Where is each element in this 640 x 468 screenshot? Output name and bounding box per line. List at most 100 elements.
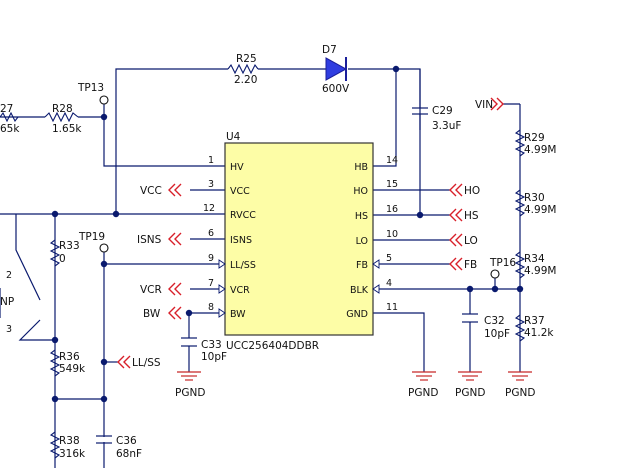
net-flag-ho[interactable]: HO	[449, 183, 480, 197]
r27-ref: 27	[0, 103, 13, 115]
c36-value: 68nF	[116, 448, 142, 460]
net-flag-fb[interactable]: FB	[449, 257, 477, 271]
r25-ref: R25	[236, 53, 257, 65]
r33-ref: R33	[59, 240, 80, 252]
pin-name-isns: ISNS	[230, 235, 252, 246]
pgnd-label-3: PGND	[455, 387, 485, 399]
capacitor-c33[interactable]: C33 10pF	[181, 337, 227, 363]
net-label-fb: FB	[464, 259, 477, 271]
diode-d7[interactable]: D7 600V	[322, 44, 350, 95]
capacitor-c36[interactable]: C36 68nF	[96, 435, 142, 460]
pin-name-fb: FB	[356, 260, 368, 271]
net-label-isns: ISNS	[137, 234, 162, 246]
d7-ref: D7	[322, 44, 337, 56]
net-flag-vcr[interactable]: VCR	[140, 282, 182, 296]
q-pin-3: 3	[6, 324, 12, 335]
net-flag-lo[interactable]: LO	[449, 233, 478, 247]
ic-u4[interactable]: U4 UCC256404DDBR HV VCC RVCC ISNS LL/SS …	[203, 131, 398, 352]
ground-c32: PGND	[455, 371, 485, 399]
q-pin-2: 2	[6, 270, 12, 281]
pgnd-label-2: PGND	[408, 387, 438, 399]
pin-name-vcc: VCC	[230, 186, 250, 197]
pin-arrow-blk-icon	[372, 284, 380, 294]
junction-dots	[51, 65, 524, 403]
resistor-r33[interactable]: R33 0	[49, 239, 80, 267]
r38-value: 316k	[59, 448, 86, 460]
test-point-tp16[interactable]: TP16	[489, 257, 516, 279]
r37-ref: R37	[524, 315, 545, 327]
pin-num-16: 16	[386, 204, 398, 215]
net-flag-hs[interactable]: HS	[449, 208, 479, 222]
diode-icon	[325, 57, 348, 81]
resistor-r38[interactable]: R38 316k	[49, 431, 86, 460]
pin-name-vcr: VCR	[230, 285, 250, 296]
c33-value: 10pF	[201, 351, 227, 363]
pin-name-hb: HB	[354, 162, 368, 173]
pin-name-gnd: GND	[346, 309, 368, 320]
test-point-tp13[interactable]: TP13	[77, 82, 109, 117]
d7-value: 600V	[322, 83, 350, 95]
pin-name-ho: HO	[353, 186, 368, 197]
pin-num-10: 10	[386, 229, 398, 240]
resistor-r36[interactable]: R36 549k	[49, 349, 86, 377]
ic-part: UCC256404DDBR	[226, 340, 319, 352]
ground-gnd-pin: PGND	[408, 371, 438, 399]
net-label-hs: HS	[464, 210, 479, 222]
pin-num-5: 5	[386, 253, 392, 264]
q-ref: NP	[0, 296, 14, 308]
pin-num-6: 6	[208, 228, 214, 239]
r27-value: 65k	[0, 123, 20, 135]
resistor-r30[interactable]: R30 4.99M	[514, 189, 556, 217]
r37-value: 41.2k	[524, 327, 554, 339]
net-label-ho: HO	[464, 185, 480, 197]
r28-value: 1.65k	[52, 123, 82, 135]
c32-ref: C32	[484, 315, 505, 327]
r29-value: 4.99M	[524, 144, 556, 156]
resistor-r28[interactable]: R28 1.65k	[44, 103, 82, 135]
pin-name-rvcc: RVCC	[230, 210, 256, 221]
net-flag-isns[interactable]: ISNS	[137, 232, 182, 246]
transistor-partial[interactable]: 2 3 NP	[0, 270, 14, 335]
net-flag-bw[interactable]: BW	[143, 306, 182, 320]
tp16-label: TP16	[489, 257, 516, 269]
pin-num-8: 8	[208, 302, 214, 313]
net-flag-vcc[interactable]: VCC	[140, 183, 182, 197]
pin-arrow-llss-icon	[218, 259, 226, 269]
pin-name-llss: LL/SS	[230, 260, 256, 271]
capacitor-c29[interactable]: C29 3.3uF	[412, 105, 461, 132]
pin-name-hs: HS	[355, 211, 368, 222]
resistor-r27[interactable]: 27 65k	[0, 103, 20, 135]
pin-num-4: 4	[386, 278, 392, 289]
c33-ref: C33	[201, 339, 222, 351]
pin-arrow-bw-icon	[218, 308, 226, 318]
net-label-bw: BW	[143, 308, 161, 320]
resistor-r29[interactable]: R29 4.99M	[514, 129, 556, 157]
test-point-tp19[interactable]: TP19	[78, 231, 109, 264]
ground-c33: PGND	[175, 371, 205, 399]
resistor-r34[interactable]: R34 4.99M	[514, 251, 556, 279]
r34-ref: R34	[524, 253, 545, 265]
wires	[0, 68, 521, 468]
net-flag-llss[interactable]: LL/SS	[117, 355, 161, 369]
pin-num-14: 14	[386, 155, 398, 166]
resistor-r25[interactable]: R25 2.20	[227, 53, 259, 86]
pin-arrow-fb-icon	[372, 259, 380, 269]
net-label-vin: VIN	[475, 99, 493, 111]
r33-value: 0	[59, 253, 66, 265]
pin-num-7: 7	[208, 278, 214, 289]
r36-value: 549k	[59, 363, 86, 375]
pgnd-label-1: PGND	[175, 387, 205, 399]
tp19-label: TP19	[78, 231, 105, 243]
pin-num-1: 1	[208, 155, 214, 166]
net-label-vcr: VCR	[140, 284, 162, 296]
capacitor-c32[interactable]: C32 10pF	[462, 313, 510, 340]
c36-ref: C36	[116, 435, 137, 447]
pgnd-label-4: PGND	[505, 387, 535, 399]
resistor-r37[interactable]: R37 41.2k	[514, 314, 554, 342]
c29-value: 3.3uF	[432, 120, 461, 132]
net-flag-vin[interactable]: VIN	[475, 97, 504, 111]
net-label-vcc: VCC	[140, 185, 162, 197]
r34-value: 4.99M	[524, 265, 556, 277]
pin-num-11: 11	[386, 302, 398, 313]
